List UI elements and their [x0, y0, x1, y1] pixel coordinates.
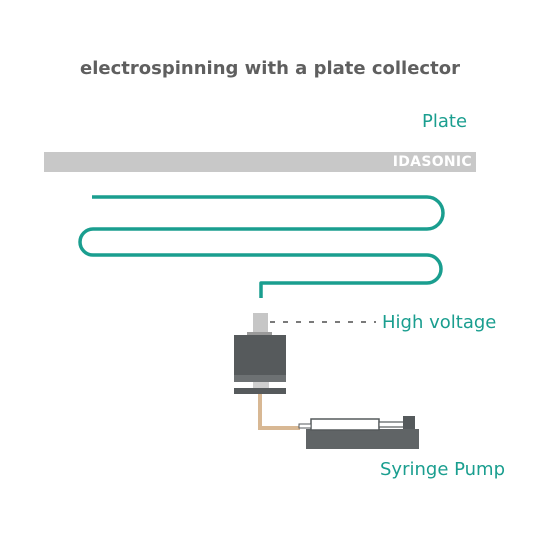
pump-base	[306, 429, 419, 449]
plate-label: Plate	[422, 111, 468, 132]
plate-collector: IDASONIC	[44, 152, 476, 172]
spinneret-base	[234, 388, 286, 394]
syringe-nozzle	[298, 423, 312, 429]
plate-brand: IDASONIC	[392, 154, 472, 170]
spinneret-body	[234, 335, 286, 375]
spinneret-band	[234, 375, 286, 382]
syringe-pump-label: Syringe Pump	[380, 459, 506, 480]
pump-pusher-block	[403, 416, 415, 429]
needle-tip	[253, 313, 268, 333]
spinneret-slot	[253, 382, 269, 388]
feed-tube	[258, 394, 300, 430]
needle-connector	[247, 332, 272, 336]
fiber-jet	[78, 195, 445, 298]
high-voltage-label: High voltage	[382, 312, 497, 333]
syringe-barrel	[310, 418, 380, 431]
diagram-title: electrospinning with a plate collector	[80, 58, 460, 79]
